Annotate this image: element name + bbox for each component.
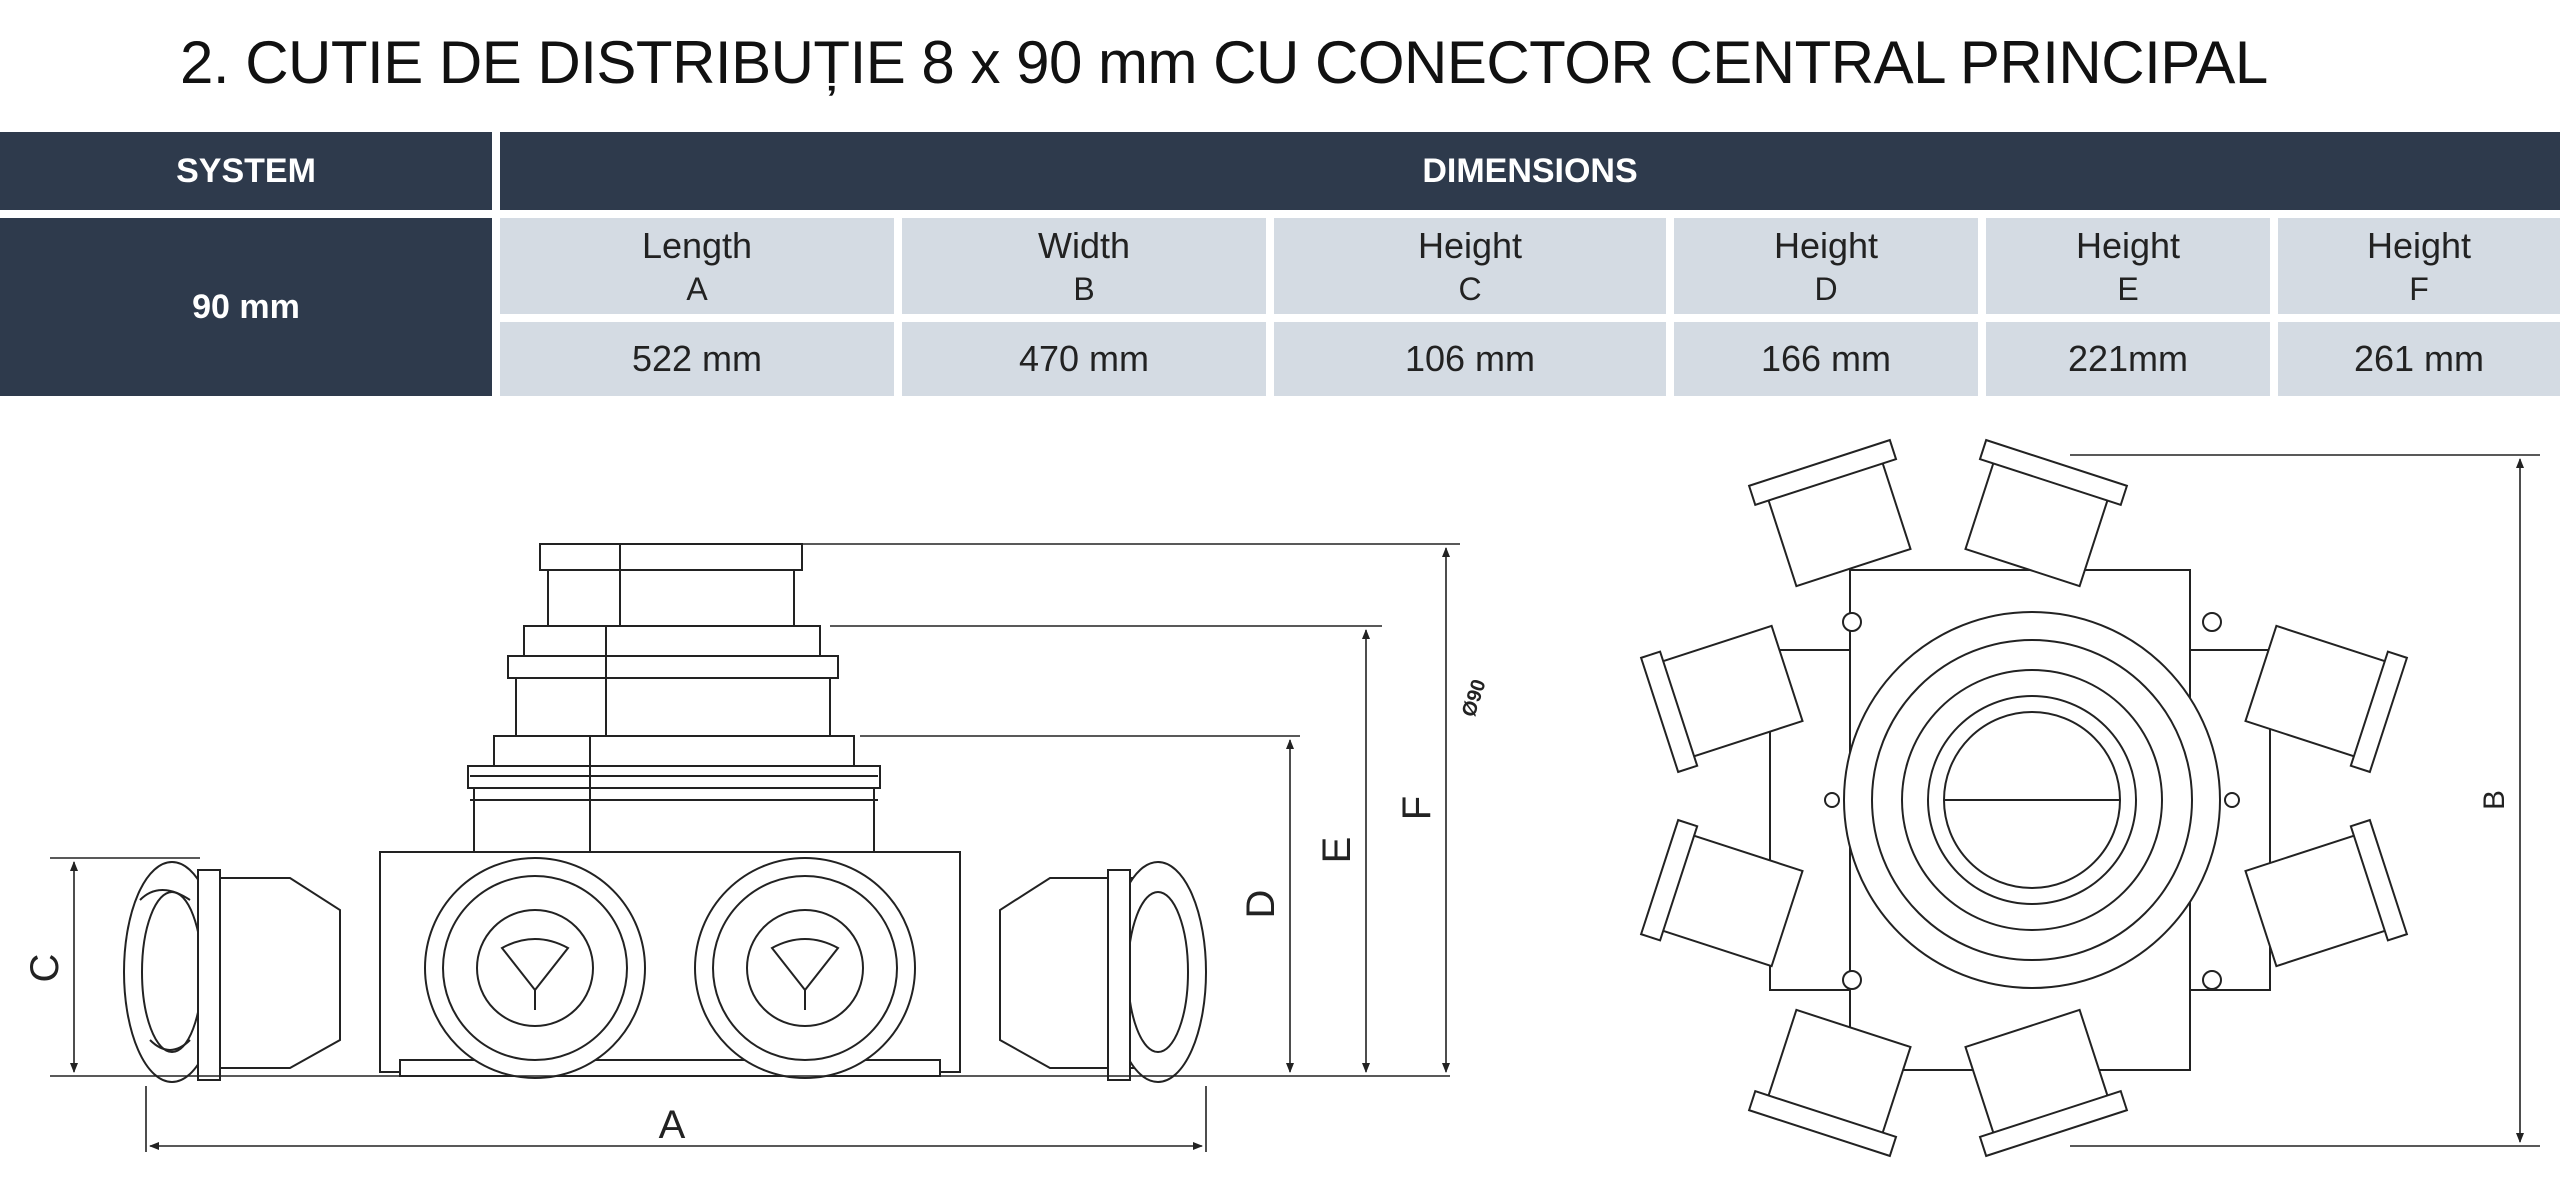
system-header: SYSTEM (0, 132, 492, 210)
col-d-header: Height D (1674, 218, 1978, 314)
dimension-label-c: C (23, 954, 67, 983)
col-b-label: Width (1037, 224, 1131, 266)
col-c-value-cell: 106 mm (1274, 322, 1666, 396)
col-e-value-cell: 221mm (1986, 322, 2270, 396)
port-marking: Ø90 (1458, 677, 1491, 720)
col-f-value-cell: 261 mm (2278, 322, 2560, 396)
col-a-header: Length A (500, 218, 894, 314)
col-e-label: Height (2075, 224, 2181, 266)
col-b-letter: B (1073, 270, 1095, 307)
col-d-value-cell: 166 mm (1674, 322, 1978, 396)
col-b-value-cell: 470 mm (902, 322, 1266, 396)
col-e-value: 221mm (2067, 338, 2189, 379)
system-value-cell: 90 mm (0, 218, 492, 396)
system-value: 90 mm (192, 287, 300, 326)
dimension-label-b: B (2478, 790, 2511, 810)
col-a-label: Length (641, 224, 753, 266)
dimension-label-a: A (659, 1103, 686, 1147)
col-c-letter: C (1458, 270, 1482, 307)
col-f-value: 261 mm (2353, 338, 2485, 379)
side-view-dimensions (50, 543, 1460, 1152)
dimension-label-e: E (1315, 837, 1359, 864)
col-d-value: 166 mm (1760, 338, 1892, 379)
top-view-dimensions (2070, 454, 2540, 1147)
col-e-header: Height E (1986, 218, 2270, 314)
col-a-value: 522 mm (631, 338, 763, 379)
dimension-label-f: F (1395, 796, 1439, 820)
top-view-drawing (1639, 438, 2409, 1158)
dimension-label-d: D (1239, 890, 1283, 919)
page-title: 2. CUTIE DE DISTRIBUȚIE 8 x 90 mm CU CON… (180, 29, 2268, 96)
system-header-text: SYSTEM (176, 151, 316, 190)
dimensions-header: DIMENSIONS (500, 132, 2560, 210)
col-c-label: Height (1417, 224, 1523, 266)
col-c-value: 106 mm (1404, 338, 1536, 379)
col-a-letter: A (686, 270, 708, 307)
col-d-letter: D (1814, 270, 1838, 307)
side-view-drawing (123, 543, 1207, 1083)
col-b-header: Width B (902, 218, 1266, 314)
col-e-letter: E (2117, 270, 2139, 307)
dimensions-header-text: DIMENSIONS (1422, 151, 1638, 190)
col-b-value: 470 mm (1018, 338, 1150, 379)
col-f-header: Height F (2278, 218, 2560, 314)
col-a-value-cell: 522 mm (500, 322, 894, 396)
col-d-label: Height (1773, 224, 1879, 266)
col-c-header: Height C (1274, 218, 1666, 314)
col-f-letter: F (2409, 270, 2429, 307)
col-f-label: Height (2366, 224, 2472, 266)
